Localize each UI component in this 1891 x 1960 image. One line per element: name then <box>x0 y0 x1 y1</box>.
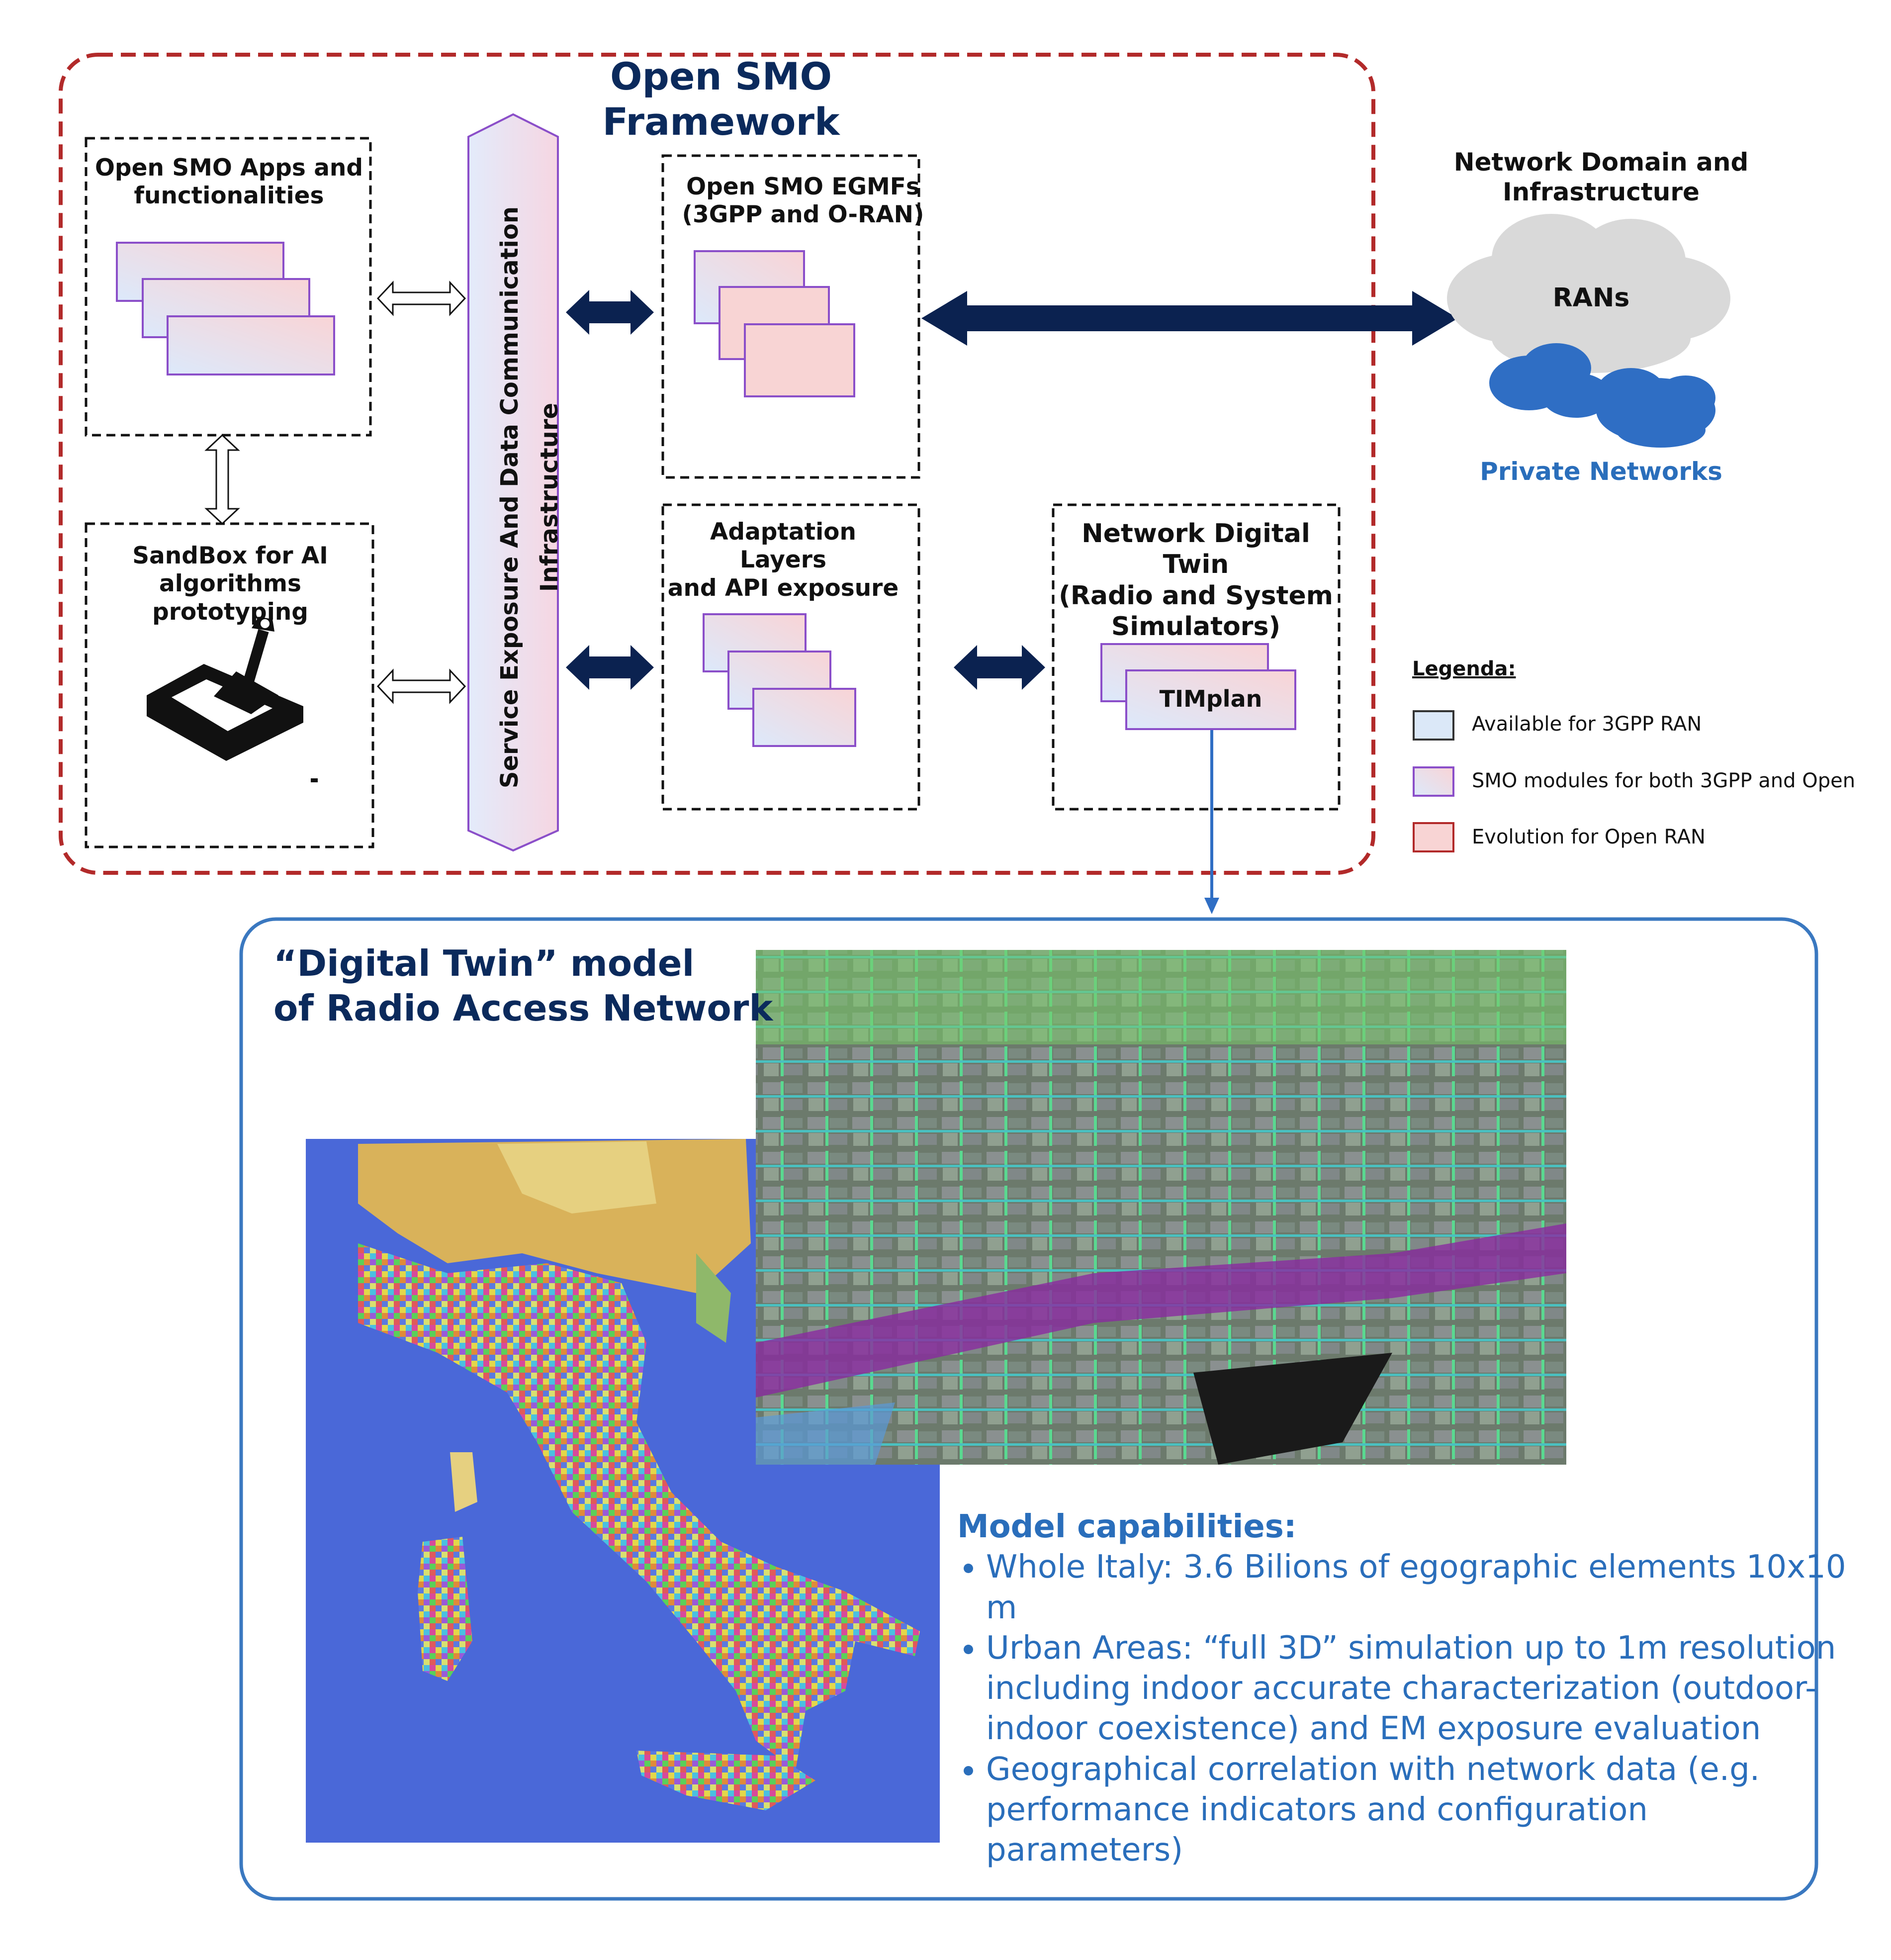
timplan-connector-head <box>1204 898 1219 914</box>
timplan-module <box>1125 669 1296 730</box>
service-bus-shape <box>467 113 559 852</box>
arrow-apps-bus <box>376 280 466 316</box>
capabilities-list: Whole Italy: 3.6 Bilions of egographic e… <box>957 1547 1852 1870</box>
arrow-adaptation-ndt <box>954 645 1045 690</box>
network-domain-title-line: Infrastructure <box>1503 178 1700 206</box>
network-domain-title-line: Network Domain and <box>1453 148 1749 177</box>
private-networks-cloud <box>1489 343 1715 448</box>
ndt-title: Network Digital Twin (Radio and System S… <box>1057 518 1335 643</box>
legend-title: Legenda: <box>1412 657 1516 680</box>
legend-item-both: SMO modules for both 3GPP and Open <box>1472 769 1856 792</box>
digital-twin-title-line: “Digital Twin” model <box>273 942 695 984</box>
legend-swatch-both <box>1413 766 1454 797</box>
legend-item-3gpp: Available for 3GPP RAN <box>1472 713 1702 736</box>
legend-swatch-3gpp <box>1413 710 1454 741</box>
capability-item: Whole Italy: 3.6 Bilions of egographic e… <box>986 1547 1852 1628</box>
adaptation-title: Adaptation Layers and API exposure <box>666 518 900 602</box>
arrow-egmf-ran <box>921 291 1458 346</box>
arrow-bus-adaptation <box>566 645 654 690</box>
city-3d-image <box>756 950 1566 1465</box>
service-bus-label: Service Exposure And Data Communication … <box>496 206 563 789</box>
legend-swatch-openran <box>1413 822 1454 852</box>
ndt-title-line: Network Digital Twin <box>1081 519 1310 580</box>
apps-title-line: functionalities <box>134 182 324 210</box>
legend-item-openran: Evolution for Open RAN <box>1472 826 1706 848</box>
capability-item: Geographical correlation with network da… <box>986 1750 1852 1871</box>
sandbox-title-line: SandBox for AI <box>132 542 328 569</box>
arrow-apps-sandbox <box>204 434 240 525</box>
arrow-sandbox-bus <box>376 668 466 704</box>
rans-label: RANs <box>1552 283 1630 313</box>
ndt-title-line: Simulators) <box>1111 612 1281 642</box>
apps-title-line: Open SMO Apps and <box>94 154 363 182</box>
network-domain-title: Network Domain and Infrastructure <box>1432 147 1770 207</box>
arrow-bus-egmf <box>566 290 654 335</box>
sandbox-icon <box>147 617 318 782</box>
egmf-title-line: (3GPP and O-RAN) <box>682 201 924 229</box>
timplan-label: TIMplan <box>1159 685 1262 712</box>
egmf-title-line: Open SMO EGMFs <box>686 173 920 200</box>
egmf-title: Open SMO EGMFs (3GPP and O-RAN) <box>666 173 940 229</box>
framework-title: Open SMO Framework <box>602 54 840 144</box>
private-networks-label: Private Networks <box>1480 457 1722 486</box>
model-capabilities: Model capabilities: Whole Italy: 3.6 Bil… <box>957 1507 1852 1870</box>
egmf-module-3 <box>744 323 855 397</box>
smo-frame <box>59 53 1375 875</box>
adaptation-module-3 <box>752 688 856 747</box>
digital-twin-title-line: of Radio Access Network <box>273 987 773 1029</box>
capability-item: Urban Areas: “full 3D” simulation up to … <box>986 1628 1852 1750</box>
ndt-title-line: (Radio and System <box>1059 580 1333 611</box>
sandbox-title: SandBox for AI algorithms prototyping <box>91 542 369 626</box>
adaptation-title-line: and API exposure <box>667 574 899 602</box>
sandbox-title-line: algorithms prototyping <box>152 570 308 626</box>
apps-box-title: Open SMO Apps and functionalities <box>91 154 367 210</box>
adaptation-title-line: Adaptation Layers <box>710 518 856 574</box>
capabilities-title: Model capabilities: <box>957 1508 1297 1545</box>
digital-twin-title: “Digital Twin” model of Radio Access Net… <box>273 941 773 1030</box>
apps-module-3 <box>167 315 335 375</box>
